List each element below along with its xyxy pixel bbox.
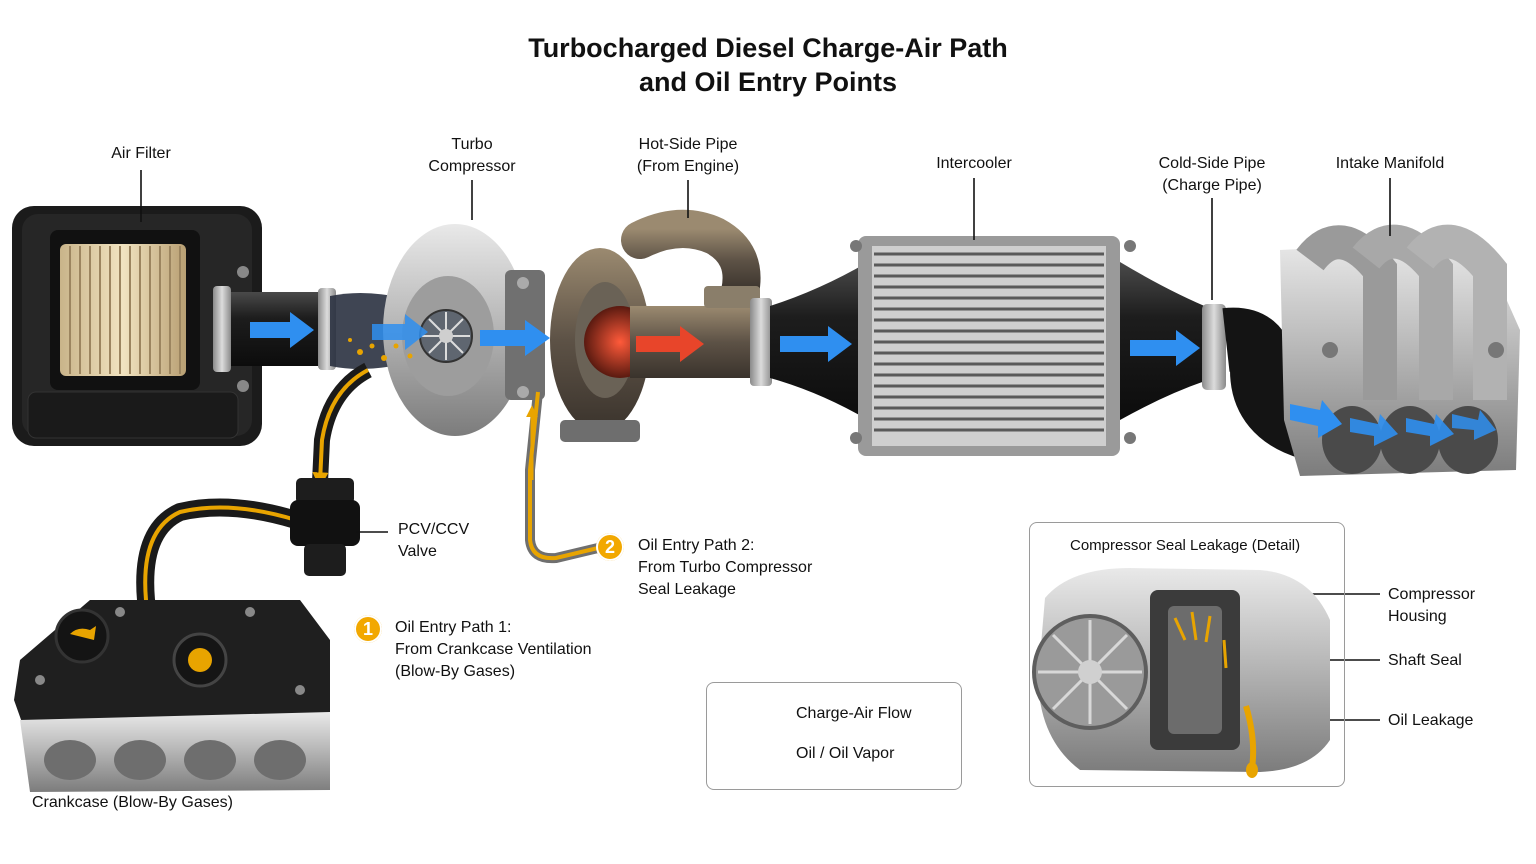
detail-title: Compressor Seal Leakage (Detail) (1070, 537, 1301, 554)
oil-path-2-text: Oil Entry Path 2: From Turbo Compressor … (638, 535, 812, 601)
label-hot-line2: (From Engine) (636, 158, 740, 175)
oil-path-1-text: Oil Entry Path 1: From Crankcase Ventila… (395, 617, 592, 683)
label-pcv-line2: Valve (398, 543, 437, 560)
label-compressor-housing: Compressor Housing (1388, 584, 1475, 628)
label-intercooler: Intercooler (936, 155, 1012, 172)
detail-box (1029, 522, 1345, 787)
label-turbo-compressor: Turbo Compressor (412, 134, 532, 178)
label-pcv-valve: PCV/CCV Valve (398, 519, 469, 563)
crankcase-icon (14, 600, 330, 792)
oil-path-1-line3: (Blow-By Gases) (395, 663, 516, 680)
label-cold-line1: Cold-Side Pipe (1158, 155, 1266, 172)
label-cold-side-pipe: Cold-Side Pipe (Charge Pipe) (1144, 153, 1280, 197)
air-filter-icon (12, 206, 262, 446)
oil-path-2-badge: 2 (596, 533, 624, 561)
legend-oil-label: Oil / Oil Vapor (796, 745, 895, 762)
oil-path-2-line2: From Turbo Compressor (638, 559, 813, 576)
label-housing-line2: Housing (1388, 608, 1447, 625)
label-intake-manifold: Intake Manifold (1335, 155, 1445, 172)
label-cold-line2: (Charge Pipe) (1162, 177, 1262, 194)
label-hot-line1: Hot-Side Pipe (638, 136, 738, 153)
page-subtitle: and Oil Entry Points (638, 67, 898, 97)
label-hot-side-pipe: Hot-Side Pipe (From Engine) (620, 134, 756, 178)
oil-cap-icon (70, 626, 96, 640)
hot-side-pipe (621, 209, 772, 386)
legend-charge-air-label: Charge-Air Flow (796, 705, 912, 722)
hot-air-arrow (636, 326, 704, 362)
legend-box (706, 682, 962, 790)
oil-path-2-line1: Oil Entry Path 2: (638, 537, 755, 554)
label-turbo-line1: Turbo (451, 136, 493, 153)
label-oil-leakage: Oil Leakage (1388, 712, 1474, 729)
oil-path-1-line2: From Crankcase Ventilation (395, 641, 592, 658)
label-pcv-line1: PCV/CCV (398, 521, 470, 538)
label-shaft-seal: Shaft Seal (1388, 652, 1462, 669)
intercooler-icon (850, 236, 1136, 456)
oil-path-2-line3: Seal Leakage (638, 581, 736, 598)
oil-path-2 (525, 391, 600, 564)
label-air-filter: Air Filter (111, 145, 171, 162)
compressor-detail-icon (1032, 568, 1330, 778)
oil-path-1-badge: 1 (354, 615, 382, 643)
label-crankcase: Crankcase (Blow-By Gases) (32, 794, 233, 811)
oil-path-1-line1: Oil Entry Path 1: (395, 619, 512, 636)
label-housing-line1: Compressor (1388, 586, 1476, 603)
intake-manifold-icon (1280, 224, 1520, 476)
turbo-compressor-icon (383, 224, 656, 442)
pcv-valve-icon (290, 478, 360, 576)
label-turbo-line2: Compressor (428, 158, 516, 175)
page-title: Turbocharged Diesel Charge-Air Path (528, 33, 1008, 63)
charge-air-arrows (250, 312, 1496, 446)
